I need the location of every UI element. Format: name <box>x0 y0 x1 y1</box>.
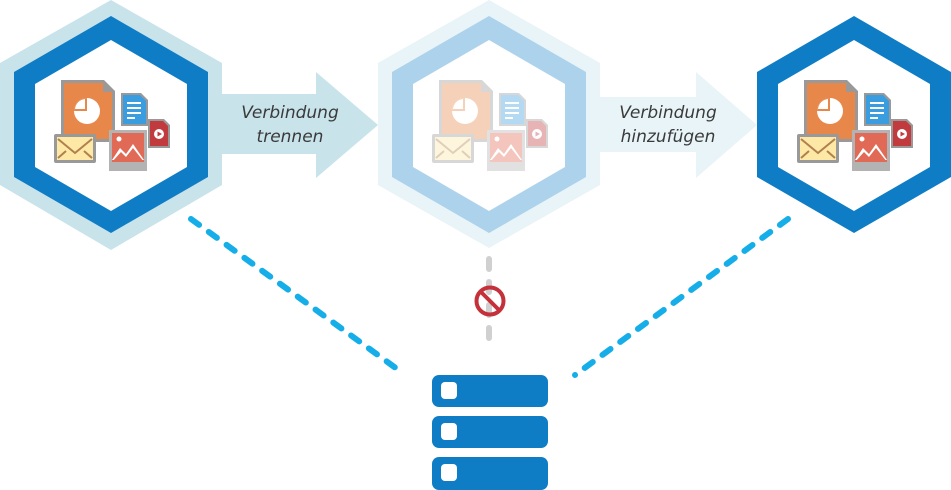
no-entry-icon <box>474 285 506 317</box>
storage-link-right <box>572 216 791 378</box>
hexagon-node-connected <box>0 0 222 250</box>
add-connection-arrow-label-line2: hinzufügen <box>621 127 716 147</box>
disconnect-arrow: Verbindung trennen <box>222 72 378 178</box>
server-unit <box>432 416 548 448</box>
server-led <box>441 423 457 440</box>
hexagon-node-reconnected <box>757 16 951 233</box>
server-unit <box>432 375 548 407</box>
disconnect-arrow-shape <box>222 72 378 178</box>
server-unit <box>432 457 548 490</box>
server-led <box>441 382 457 399</box>
add-connection-arrow-label-line1: Verbindung <box>619 103 717 123</box>
server-led <box>441 464 457 481</box>
disconnect-arrow-label-line2: trennen <box>257 127 324 147</box>
storage-link-left <box>188 216 407 377</box>
add-connection-arrow: Verbindung hinzufügen <box>600 72 757 178</box>
add-connection-arrow-shape <box>600 72 757 178</box>
disconnect-arrow-label-line1: Verbindung <box>241 103 339 123</box>
hexagon-node-disconnected <box>378 0 600 248</box>
server-stack-icon <box>432 375 548 490</box>
